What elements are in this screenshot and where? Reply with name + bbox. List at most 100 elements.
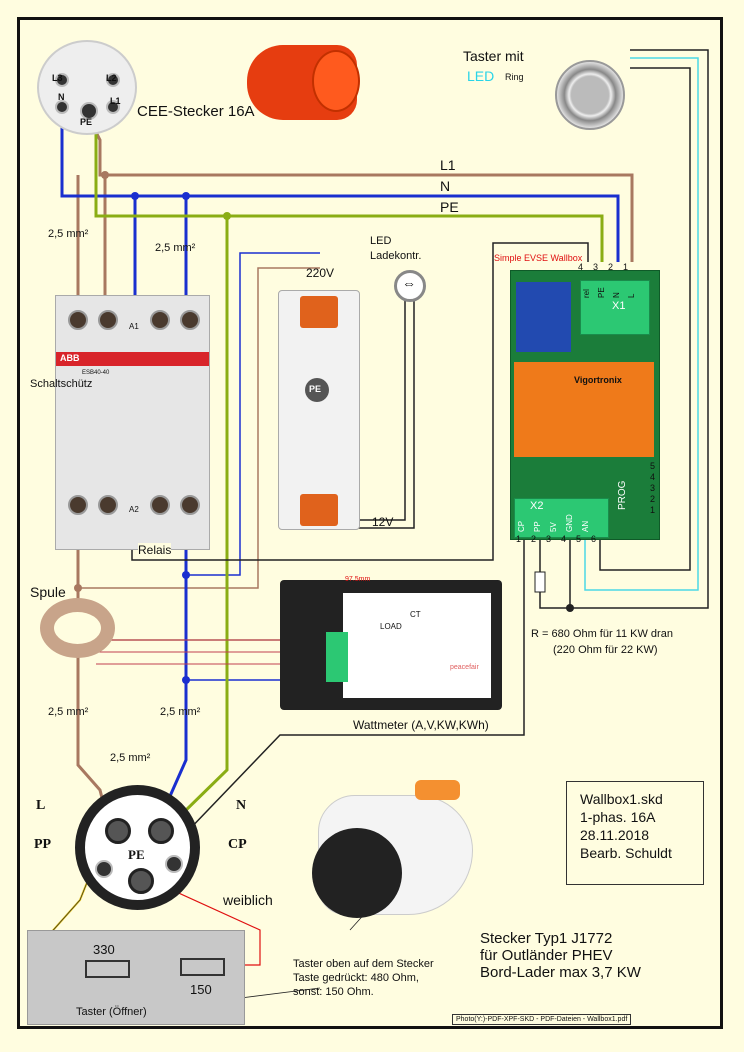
plug-desc-line: Stecker Typ1 J1772 xyxy=(480,930,613,947)
resistor-r xyxy=(534,571,546,593)
contactor-screw xyxy=(150,310,170,330)
psu-top-connector xyxy=(300,296,338,328)
socket-label-n: N xyxy=(236,798,247,813)
cable-label: 2,5 mm² xyxy=(48,228,89,240)
evse-x1-block xyxy=(580,280,650,335)
contactor-a1: A1 xyxy=(129,322,139,331)
psu-brand: PE xyxy=(309,384,322,394)
evse-x2-name: CP xyxy=(517,520,526,532)
cable-label: 2,5 mm² xyxy=(48,706,89,718)
led-ctrl-symbol: ⇔ xyxy=(402,275,416,291)
x2-wires xyxy=(159,49,709,861)
contactor-screw xyxy=(98,495,118,515)
info-box-line: 1-phas. 16A xyxy=(580,809,656,825)
taster-note-line: Taste gedrückt: 480 Ohm, xyxy=(293,972,419,984)
bus-label-n: N xyxy=(440,178,451,194)
cee-pin-pe xyxy=(80,102,98,120)
contactor-relay: Relais xyxy=(138,543,172,557)
socket-pin-cp xyxy=(165,855,183,873)
socket-label-pe: PE xyxy=(128,847,145,862)
resistor-note-line2: (220 Ohm für 22 KW) xyxy=(553,644,658,656)
evse-prog-label: PROG xyxy=(617,480,628,510)
socket-type: weiblich xyxy=(223,892,273,908)
socket-pin-pe xyxy=(128,868,154,894)
cee-pin-l1 xyxy=(106,100,120,114)
contactor-red-band xyxy=(56,352,209,366)
contactor-screw xyxy=(180,495,200,515)
cable-label: 2,5 mm² xyxy=(110,752,151,764)
evse-x1-term: 1 xyxy=(623,262,629,272)
bus-label-pe: PE xyxy=(440,199,459,215)
evse-x2-name: 5V xyxy=(549,522,558,532)
psu-vout: 12V xyxy=(372,515,394,529)
plug-desc-line: für Outländer PHEV xyxy=(480,947,613,964)
contactor-screw xyxy=(68,495,88,515)
bus-label-l1: L1 xyxy=(440,157,456,173)
taster-circuit-label: Taster (Öffner) xyxy=(76,1006,147,1018)
evse-x2-num: 3 xyxy=(546,534,552,544)
psu-bottom-connector xyxy=(300,494,338,526)
evse-x1-term: 4 xyxy=(578,262,584,272)
wattmeter-title: Wattmeter (A,V,KW,KWh) xyxy=(353,718,489,732)
socket-pin-l xyxy=(105,818,131,844)
cee-label-l3: L3 xyxy=(52,73,63,83)
evse-prog-pin: 2 xyxy=(650,494,656,504)
cee-pin-l2 xyxy=(106,73,120,87)
spule-ring xyxy=(40,598,115,658)
resistor-note-line1: R = 680 Ohm für 11 KW dran xyxy=(531,628,673,640)
j1772-plug-face xyxy=(312,828,402,918)
wattmeter-terminals xyxy=(326,632,348,682)
evse-x2-name: AN xyxy=(581,520,590,532)
info-box xyxy=(566,781,704,885)
socket-label-l: L xyxy=(36,798,46,813)
taster-circuit xyxy=(27,930,245,1025)
contactor-screw xyxy=(68,310,88,330)
junction-dots xyxy=(74,171,109,592)
evse-x2-num: 2 xyxy=(531,534,537,544)
wattmeter-brand: peacefair xyxy=(450,664,479,671)
taster-r2: 150 xyxy=(190,982,212,997)
evse-module-name: Vigortronix xyxy=(574,375,622,385)
cee-plug-photo-face xyxy=(312,50,360,112)
taster-note-line: Taster oben auf dem Stecker xyxy=(293,958,434,970)
led-ctrl-icon xyxy=(394,270,426,302)
evse-x2-num: 4 xyxy=(561,534,567,544)
wattmeter-faceplate xyxy=(343,593,491,698)
evse-x1-term: 2 xyxy=(608,262,614,272)
wattmeter-ct: CT xyxy=(410,610,421,619)
evse-x2-name: GND xyxy=(565,514,574,532)
wattmeter-load: LOAD xyxy=(380,622,402,631)
evse-x1-name: rel xyxy=(582,289,591,298)
taster-photo xyxy=(555,60,625,130)
psu-photo xyxy=(278,290,360,530)
relay-wire xyxy=(131,242,589,561)
led-ctrl-line1: LED xyxy=(370,235,392,247)
wattmeter-dim: 97.5mm xyxy=(345,576,371,583)
resistor-150 xyxy=(180,958,225,976)
cee-label-pe: PE xyxy=(80,117,93,127)
evse-x2-num: 6 xyxy=(591,534,597,544)
cee-label-n: N xyxy=(58,92,65,102)
contactor-a2: A2 xyxy=(129,505,139,514)
info-box-line: Bearb. Schuldt xyxy=(580,845,672,861)
evse-module xyxy=(514,362,654,457)
evse-prog-pin: 1 xyxy=(650,505,656,515)
cyan-wires xyxy=(584,57,699,591)
psu-logo-circle xyxy=(305,378,329,402)
evse-x1-name: PE xyxy=(597,287,606,298)
taster-led: LED xyxy=(467,68,495,84)
resistor-330 xyxy=(85,960,130,978)
led-ctrl-line2: Ladekontr. xyxy=(370,250,422,262)
contactor-title: Schaltschütz xyxy=(30,378,93,390)
contactor-brand: ABB xyxy=(60,353,80,363)
socket-pin-pp xyxy=(95,860,113,878)
cee-pin-n xyxy=(55,100,69,114)
contactor-screw xyxy=(98,310,118,330)
evse-prog-pin: 4 xyxy=(650,472,656,482)
contactor-screw xyxy=(180,310,200,330)
socket-ring xyxy=(75,785,200,910)
cable-label: 2,5 mm² xyxy=(155,242,196,254)
taster-ring: Ring xyxy=(505,72,524,82)
page-frame xyxy=(17,17,723,1029)
evse-title: Simple EVSE Wallbox xyxy=(494,253,583,263)
